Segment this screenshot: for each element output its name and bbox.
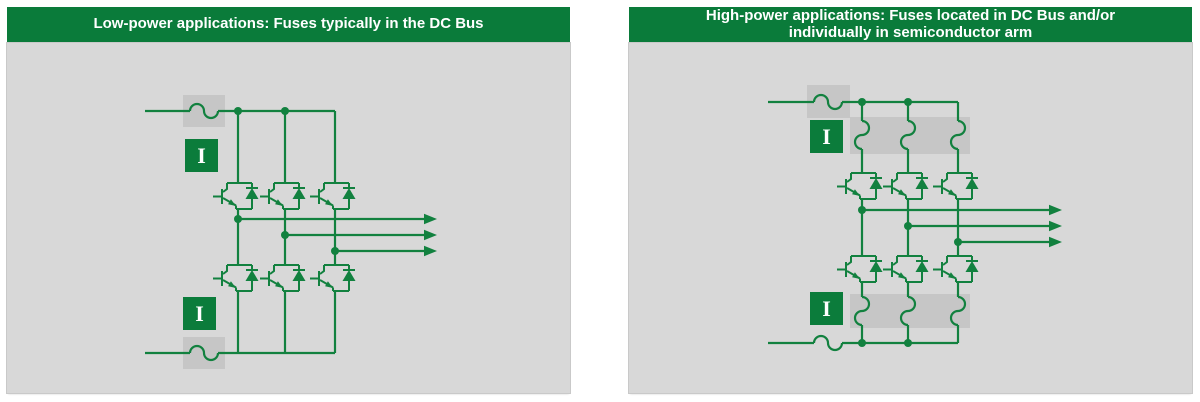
phase-output-1 <box>234 213 437 225</box>
high-power-header: High-power applications: Fuses located i… <box>629 7 1192 43</box>
junction-dot <box>234 107 242 115</box>
high-power-title: High-power applications: Fuses located i… <box>705 7 1116 41</box>
low-power-header: Low-power applications: Fuses typically … <box>7 7 570 43</box>
igbt-lower-1 <box>212 264 260 292</box>
phase-arrow-icon <box>424 213 437 225</box>
junction-dot <box>858 98 866 106</box>
phase-output-2 <box>281 229 437 241</box>
current-sensor-bottom: I <box>183 297 216 330</box>
current-sensor-bottom: I <box>810 292 843 325</box>
low-power-circuit-diagram: I I <box>145 95 437 369</box>
current-sensor-top: I <box>185 139 218 172</box>
phase-arrow-icon <box>1049 220 1062 232</box>
phase-arrow-icon <box>424 245 437 257</box>
low-power-title: Low-power applications: Fuses typically … <box>93 15 484 33</box>
junction-dot <box>904 339 912 347</box>
high-power-diagram-area: I I <box>628 42 1193 394</box>
phase-arrow-icon <box>424 229 437 241</box>
current-sensor-label: I <box>822 124 831 149</box>
igbt-upper-3 <box>932 172 980 200</box>
igbt-lower-3 <box>309 264 357 292</box>
phase-arrow-icon <box>1049 236 1062 248</box>
panel-high-power: High-power applications: Fuses located i… <box>628 7 1193 394</box>
phase-output-3 <box>331 245 437 257</box>
dc-bus-fuse-bottom <box>812 334 844 352</box>
current-sensor-label: I <box>197 143 206 168</box>
junction-dot <box>858 339 866 347</box>
igbt-upper-1 <box>836 172 884 200</box>
igbt-lower-1 <box>836 255 884 283</box>
high-power-circuit-diagram: I I <box>768 85 1062 352</box>
igbt-lower-2 <box>882 255 930 283</box>
current-sensor-top: I <box>810 120 843 153</box>
igbt-upper-2 <box>882 172 930 200</box>
igbt-lower-2 <box>259 264 307 292</box>
panel-low-power: Low-power applications: Fuses typically … <box>6 7 571 394</box>
igbt-upper-3 <box>309 182 357 210</box>
junction-dot <box>281 107 289 115</box>
junction-dot <box>904 98 912 106</box>
current-sensor-label: I <box>195 301 204 326</box>
igbt-upper-1 <box>212 182 260 210</box>
current-sensor-label: I <box>822 296 831 321</box>
igbt-upper-2 <box>259 182 307 210</box>
phase-arrow-icon <box>1049 204 1062 216</box>
inverter-leg-3 <box>949 102 967 343</box>
phase-output-1 <box>858 204 1062 216</box>
igbt-lower-3 <box>932 255 980 283</box>
low-power-diagram-area: I I <box>6 42 571 394</box>
dc-bus-negative-rail <box>145 344 335 362</box>
phase-output-2 <box>904 220 1062 232</box>
phase-output-3 <box>954 236 1062 248</box>
